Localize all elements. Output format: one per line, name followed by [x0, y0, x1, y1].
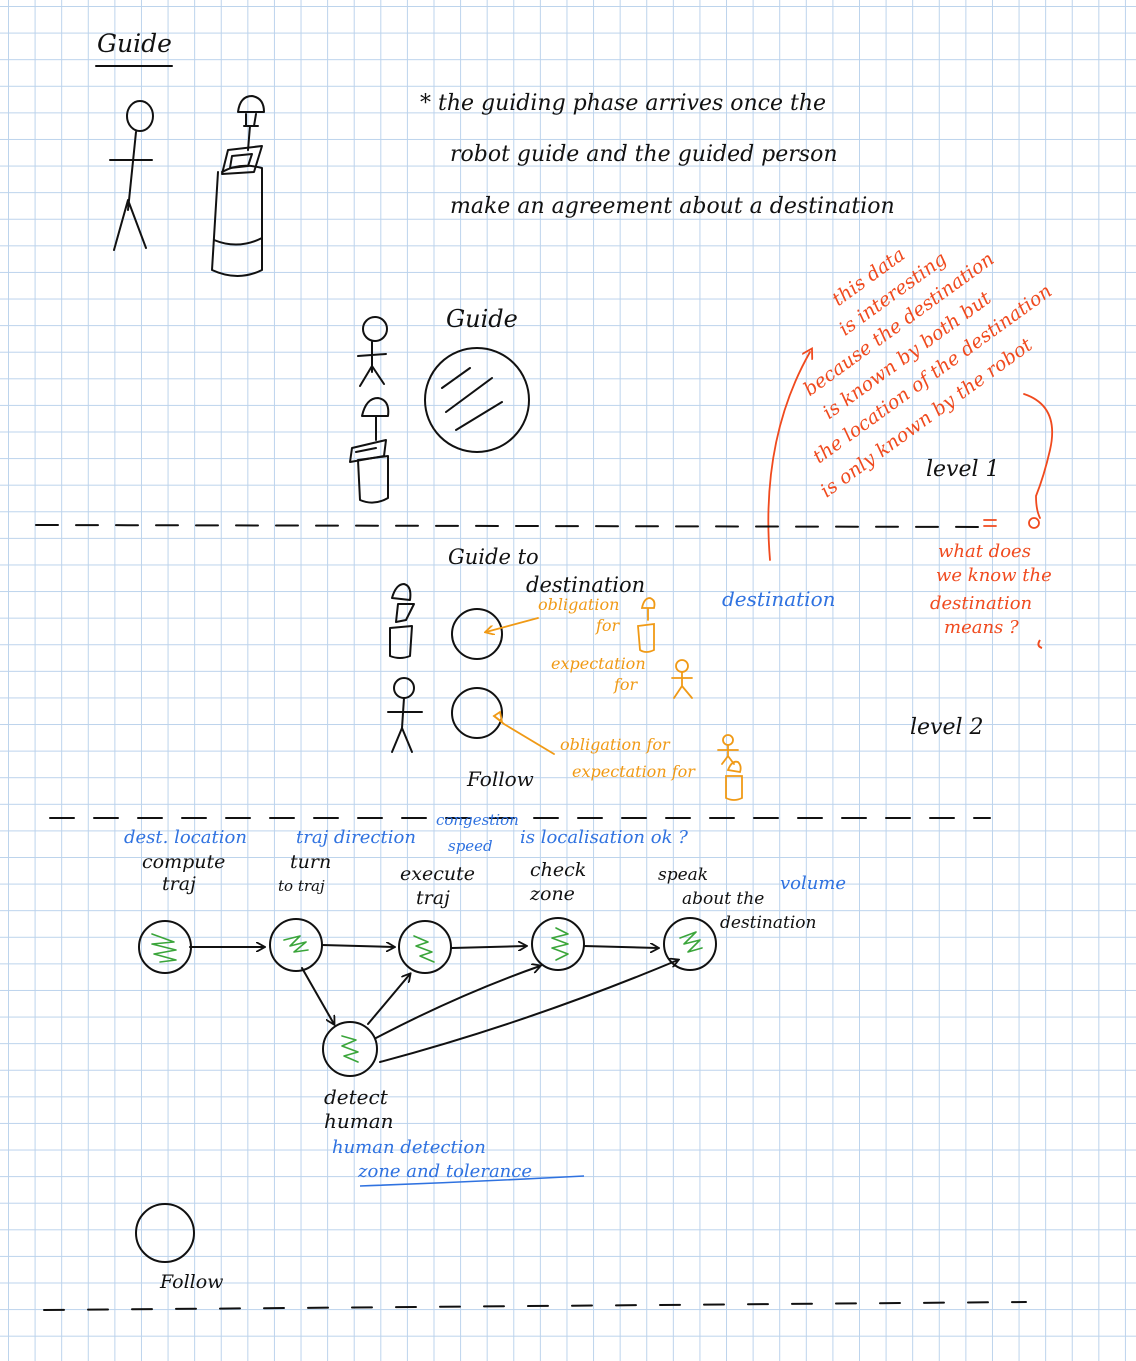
blue-underline: [359, 1175, 585, 1187]
param-speak: volume: [780, 873, 847, 894]
page-title: Guide: [97, 29, 172, 58]
turn-to-traj-node: [269, 918, 323, 972]
compute-label-2: traj: [162, 873, 196, 895]
orange-human-icon: [671, 659, 693, 699]
level-separator-1: [35, 524, 993, 528]
turn-label-2: to traj: [278, 877, 325, 895]
param-exec-1: congestion: [436, 811, 519, 829]
question-line-3: destination: [930, 593, 1033, 614]
level-separator-3: [43, 1301, 1027, 1311]
level-1-label: level 1: [926, 457, 1000, 482]
robot-mini-icon: [389, 583, 415, 659]
compute-label-1: compute: [142, 851, 226, 873]
follow-node: [451, 687, 503, 739]
param-compute: dest. location: [124, 827, 247, 848]
orange-robot-icon: [637, 597, 656, 653]
expectation-human-1: expectation: [551, 654, 646, 673]
check-label-1: check: [530, 859, 587, 881]
guide-to-title-1: Guide to: [448, 545, 539, 569]
speak-label-1: speak: [658, 865, 709, 885]
human-figure-icon: [109, 100, 154, 251]
obligation-human: obligation for: [560, 735, 670, 754]
guide-node-label: Guide: [446, 305, 518, 333]
param-turn: traj direction: [296, 827, 416, 848]
question-line-4: means ?: [944, 617, 1019, 638]
robot-figure-icon: [211, 95, 265, 277]
question-line-2: we know the: [936, 565, 1052, 586]
obligation-robot-1: obligation: [538, 595, 620, 614]
guide-to-title-2: destination: [526, 573, 646, 597]
param-detect-1: human detection: [332, 1137, 486, 1158]
orange-human-icon-2: [717, 734, 739, 765]
check-label-2: zone: [530, 883, 575, 905]
speak-label-2: about the: [682, 889, 765, 909]
follow-node-label: Follow: [467, 767, 534, 791]
execute-label-1: execute: [400, 863, 475, 885]
check-zone-node: [531, 917, 585, 971]
workflow-edges: [189, 945, 678, 1063]
expectation-robot: expectation for: [572, 762, 695, 781]
follow-obligation-arrow: [493, 715, 555, 755]
execute-label-2: traj: [416, 887, 450, 909]
small-human-figure-icon: [357, 316, 388, 387]
guide-to-destination-node: [451, 608, 503, 660]
detect-label-2: human: [324, 1109, 394, 1133]
equals-mark: [1028, 517, 1040, 529]
detect-human-node: [322, 1021, 378, 1077]
question-line-1: what does: [938, 541, 1031, 562]
destination-label: destination: [722, 587, 836, 611]
param-check: is localisation ok ?: [520, 827, 688, 848]
speak-label-3: destination: [720, 913, 817, 933]
turn-label-1: turn: [290, 851, 332, 873]
obligation-arrow: [486, 617, 539, 632]
param-detect-2: zone and tolerance: [358, 1161, 532, 1182]
intro-line-3: make an agreement about a destination: [450, 194, 895, 219]
bottom-follow-node: [135, 1203, 195, 1263]
expectation-human-2: for: [614, 675, 638, 694]
intro-line-1: * the guiding phase arrives once the: [420, 91, 827, 116]
bottom-follow-label: Follow: [160, 1271, 224, 1293]
level-2-label: level 2: [910, 715, 984, 740]
orange-robot-icon-2: [725, 760, 743, 801]
compute-traj-node: [138, 920, 192, 974]
execute-traj-node: [398, 920, 452, 974]
guide-node-large: [424, 347, 530, 453]
detect-label-1: detect: [324, 1085, 388, 1109]
obligation-robot-2: for: [596, 616, 620, 635]
speak-node: [663, 917, 717, 971]
curly-brace: [1023, 393, 1054, 519]
param-exec-2: speed: [448, 837, 493, 855]
human-mini-icon: [387, 677, 423, 753]
destination-pointer-arrow: [767, 352, 810, 561]
small-robot-figure-icon: [349, 397, 390, 504]
intro-line-2: robot guide and the guided person: [450, 142, 838, 167]
